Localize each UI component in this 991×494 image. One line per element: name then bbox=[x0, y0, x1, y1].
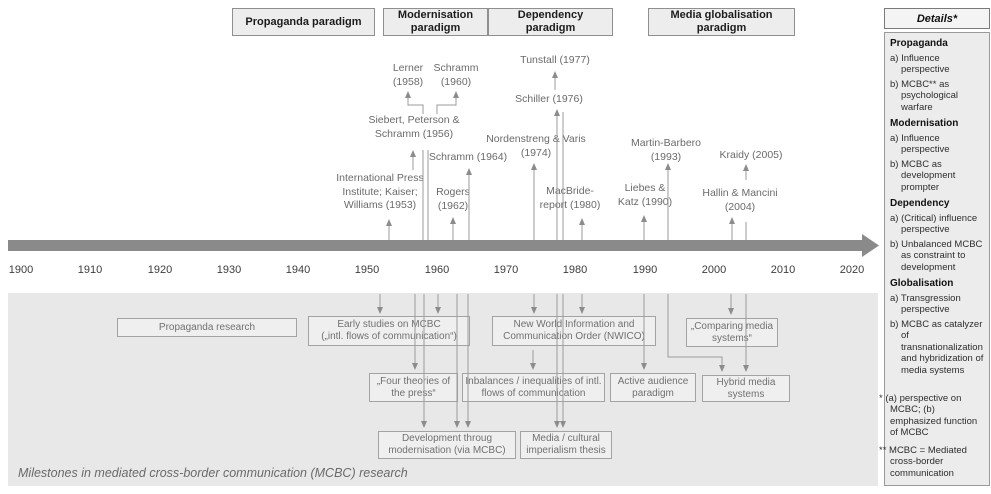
event-siebert-peterson-schramm-1956: Siebert, Peterson & Schramm (1956) bbox=[368, 114, 460, 140]
year-label-1950: 1950 bbox=[354, 264, 380, 276]
figure-caption: Milestones in mediated cross-border comm… bbox=[18, 466, 408, 480]
details-panel-header: Details* bbox=[884, 8, 990, 29]
details-footnote-2: ** MCBC = Mediated cross-border communic… bbox=[879, 444, 967, 479]
timeline-bar-body bbox=[8, 240, 862, 251]
details-item-propaganda-a: a) Influence perspective bbox=[890, 52, 950, 76]
box-development-modernisation: Development throug modernisation (via MC… bbox=[378, 431, 516, 459]
paradigm-media-globalisation-paradigm: Media globalisation paradigm bbox=[648, 8, 795, 36]
paradigm-modernisation-paradigm: Modernisation paradigm bbox=[383, 8, 488, 36]
event-macbride-report-1980: MacBride- report (1980) bbox=[539, 185, 601, 211]
event-schramm-1960: Schramm (1960) bbox=[433, 62, 479, 88]
details-footnote-1: * (a) perspective on MCBC; (b) emphasize… bbox=[879, 392, 978, 439]
year-label-1920: 1920 bbox=[147, 264, 173, 276]
details-heading-dependency: Dependency bbox=[890, 198, 950, 209]
paradigm-dependency-paradigm: Dependency paradigm bbox=[488, 8, 613, 36]
box-early-studies-mcbc: Early studies on MCBC („intl. flows of c… bbox=[308, 316, 470, 346]
event-rogers-1962: Rogers (1962) bbox=[436, 186, 470, 212]
year-label-1960: 1960 bbox=[424, 264, 450, 276]
details-item-modernisation-b: b) MCBC as development prompter bbox=[890, 158, 956, 193]
event-lerner-1958: Lerner (1958) bbox=[392, 62, 424, 88]
year-label-1930: 1930 bbox=[216, 264, 242, 276]
box-hybrid-media-systems: Hybrid media systems bbox=[702, 375, 790, 402]
arrow-to-lerner bbox=[405, 91, 424, 114]
box-inbalances-flows: Inbalances / inequalities of intl. flows… bbox=[462, 373, 605, 402]
event-tunstall-1977: Tunstall (1977) bbox=[520, 54, 590, 66]
details-item-globalisation-b: b) MCBC as catalyzer of transnationaliza… bbox=[890, 318, 984, 376]
event-schiller-1976: Schiller (1976) bbox=[515, 93, 583, 105]
event-nordenstreng-varis-1974: Nordenstreng & Varis (1974) bbox=[486, 133, 586, 159]
year-label-1900: 1900 bbox=[8, 264, 34, 276]
timeline-bar bbox=[8, 234, 879, 257]
paradigm-propaganda-paradigm: Propaganda paradigm bbox=[232, 8, 375, 36]
year-label-2010: 2010 bbox=[770, 264, 796, 276]
details-item-propaganda-b: b) MCBC** as psychological warfare bbox=[890, 78, 959, 113]
details-item-modernisation-a: a) Influence perspective bbox=[890, 132, 950, 156]
box-propaganda-research: Propaganda research bbox=[117, 318, 297, 337]
event-schramm-1964: Schramm (1964) bbox=[428, 151, 508, 163]
year-label-1970: 1970 bbox=[493, 264, 519, 276]
details-heading-globalisation: Globalisation bbox=[890, 278, 954, 289]
details-heading-propaganda: Propaganda bbox=[890, 38, 948, 49]
box-nwico: New World Information and Communication … bbox=[492, 316, 656, 346]
details-footnotes: * (a) perspective on MCBC; (b) emphasize… bbox=[879, 387, 986, 480]
year-label-1910: 1910 bbox=[77, 264, 103, 276]
box-media-cultural-imperialism: Media / cultural imperialism thesis bbox=[520, 431, 612, 459]
event-international-press-institute-1953: International Press Institute; Kaiser; W… bbox=[336, 172, 424, 211]
box-four-theories-press: „Four theories of the press“ bbox=[369, 373, 458, 402]
details-item-globalisation-a: a) Transgression perspective bbox=[890, 292, 961, 316]
year-label-2000: 2000 bbox=[701, 264, 727, 276]
details-item-dependency-b: b) Unbalanced MCBC as constraint to deve… bbox=[890, 238, 983, 273]
year-label-1980: 1980 bbox=[562, 264, 588, 276]
event-kraidy-2005: Kraidy (2005) bbox=[719, 149, 783, 161]
event-martin-barbero-1993: Martin-Barbero (1993) bbox=[630, 137, 702, 163]
arrow-to-schramm-1960 bbox=[436, 91, 459, 114]
box-active-audience: Active audience paradigm bbox=[610, 373, 696, 402]
event-hallin-mancini-2004: Hallin & Mancini (2004) bbox=[702, 187, 778, 213]
year-label-2020: 2020 bbox=[839, 264, 865, 276]
event-liebes-katz-1990: Liebes & Katz (1990) bbox=[617, 182, 673, 208]
details-heading-modernisation: Modernisation bbox=[890, 118, 959, 129]
year-label-1990: 1990 bbox=[632, 264, 658, 276]
year-label-1940: 1940 bbox=[285, 264, 311, 276]
details-item-dependency-a: a) (Critical) influence perspective bbox=[890, 212, 978, 236]
timeline-arrow-tip bbox=[862, 234, 879, 257]
box-comparing-media-systems: „Comparing media systems“ bbox=[686, 318, 778, 347]
